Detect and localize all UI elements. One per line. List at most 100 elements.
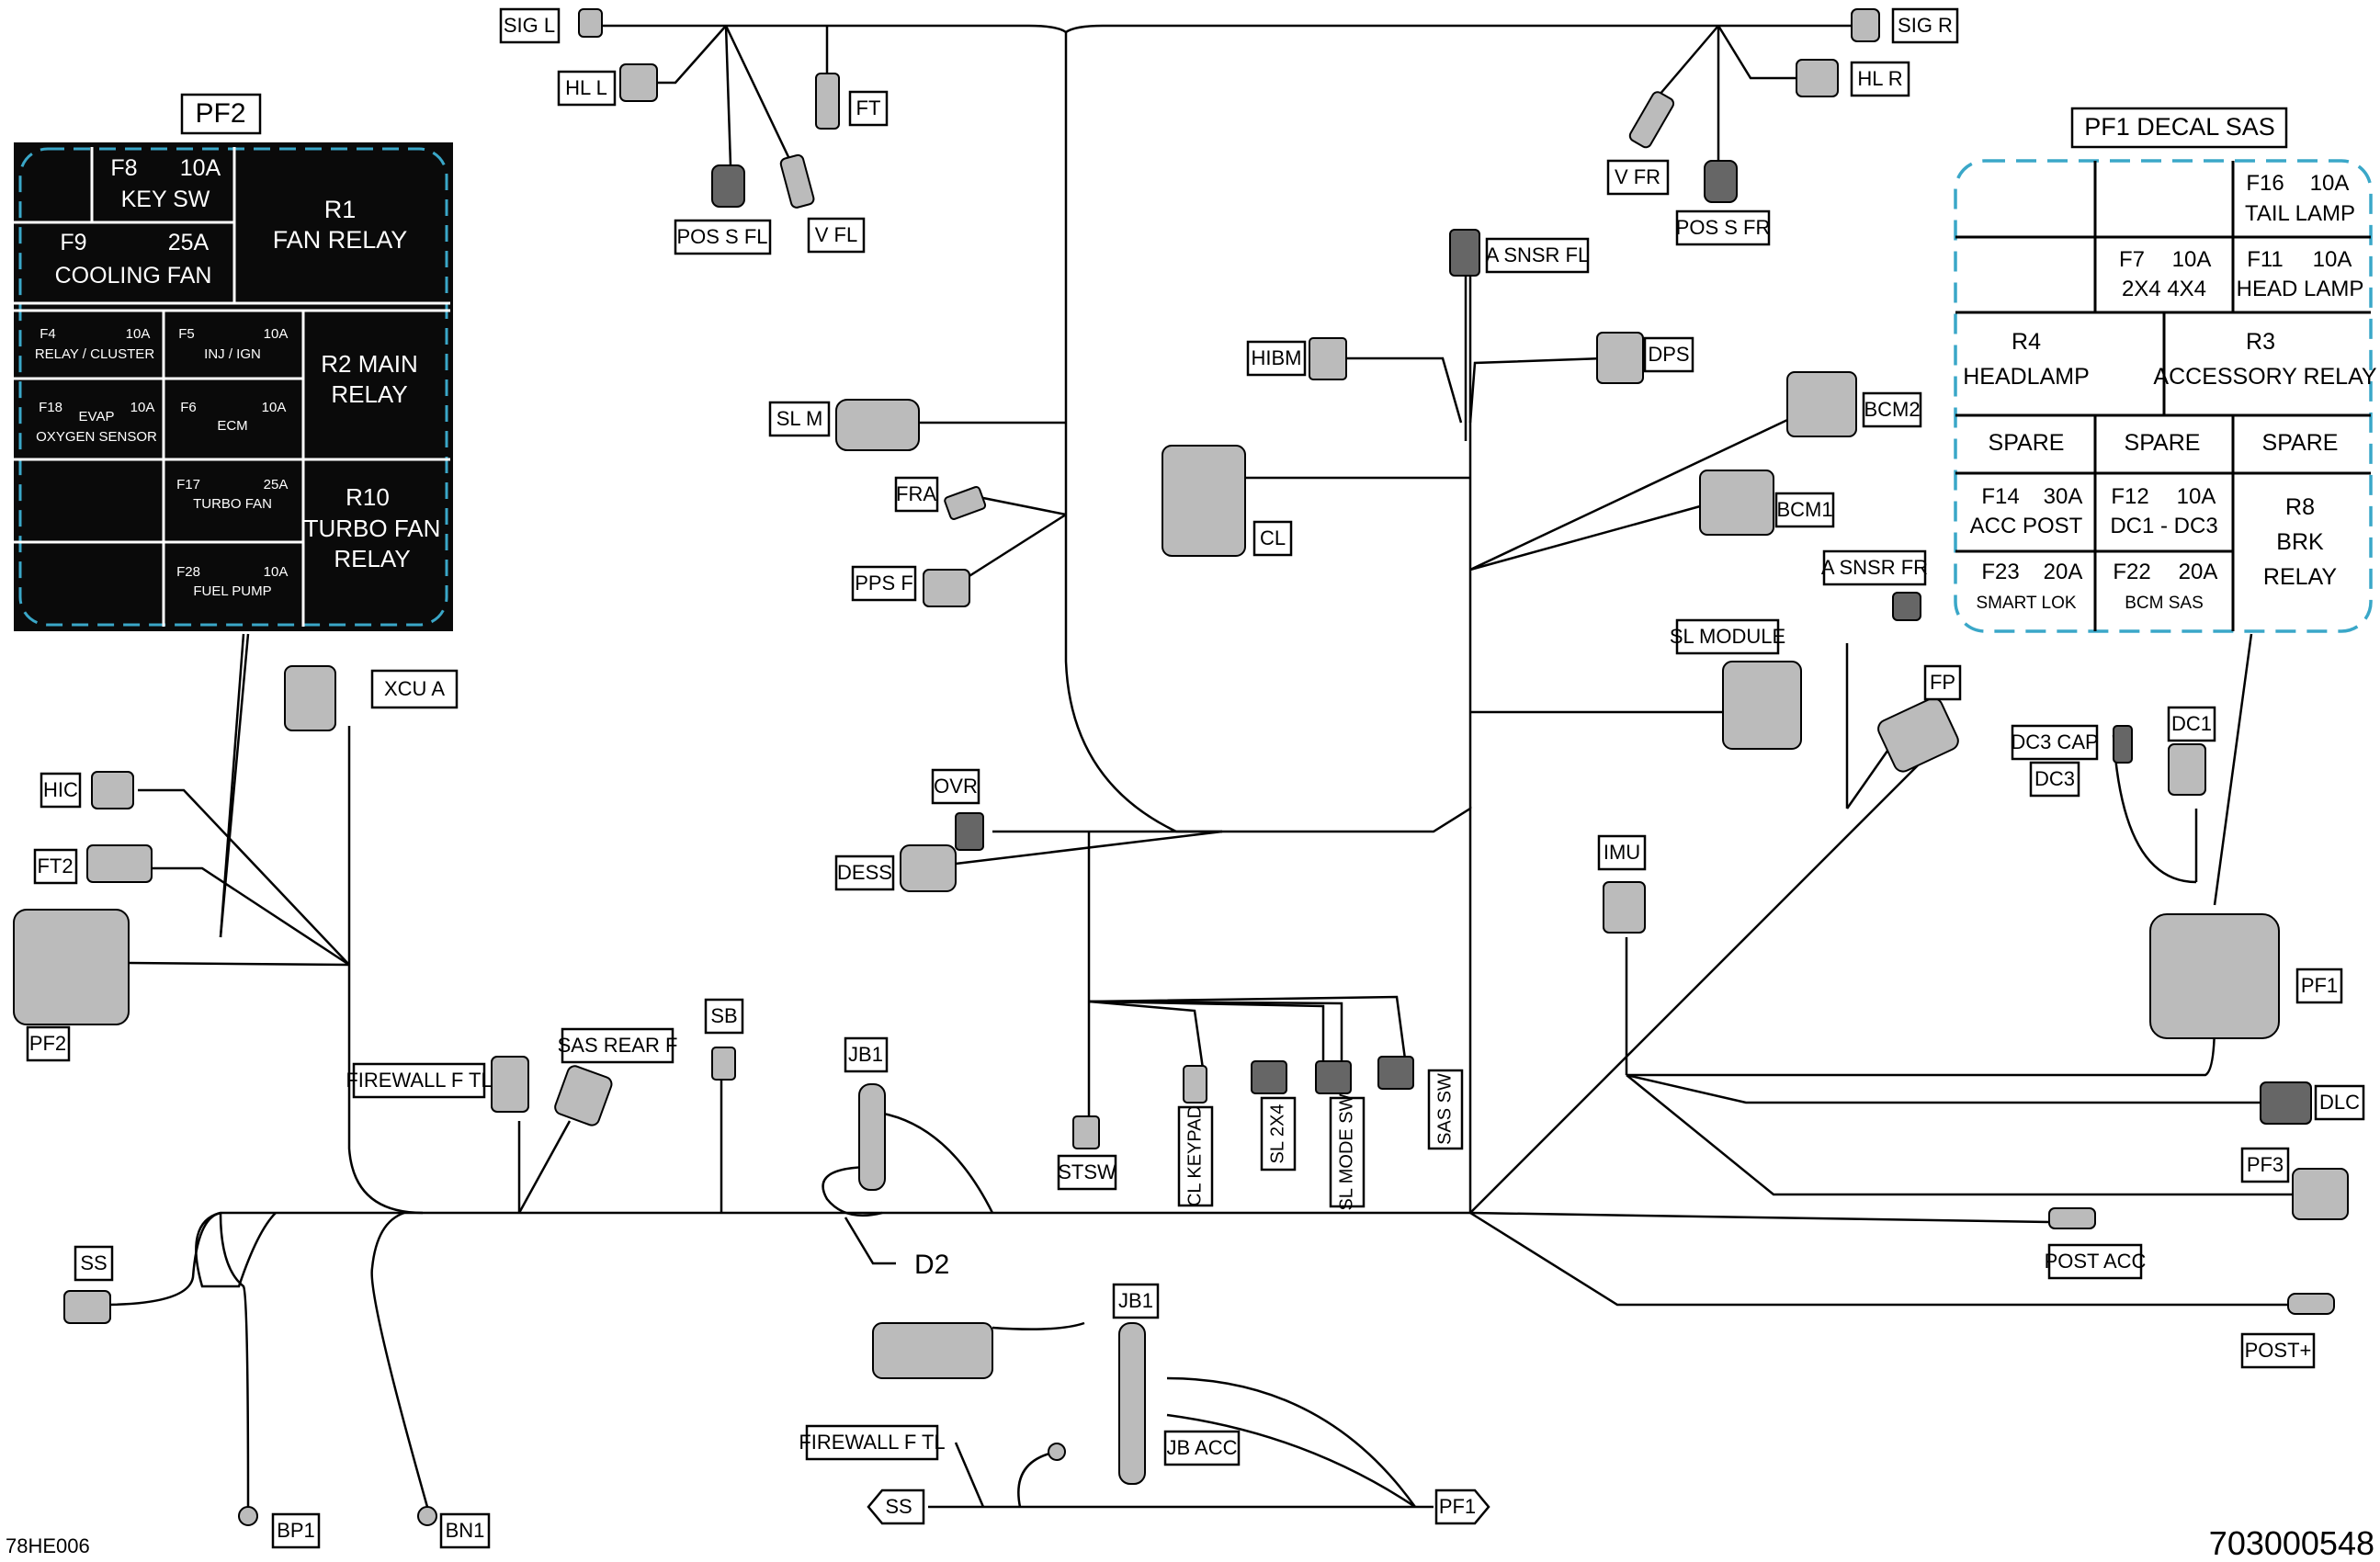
connector-sl-module-icon [1722, 661, 1802, 750]
pf1-f14-name: ACC POST [1970, 514, 2083, 538]
pf1-f22: F22 [2113, 560, 2150, 584]
svg-text:SL MODULE: SL MODULE [1670, 625, 1785, 648]
pf2-f9: F9 [60, 230, 86, 255]
pf1-f11-amp: 10A [2313, 247, 2352, 272]
pf2-f8-name: KEY SW [121, 187, 210, 212]
pf2-f18: F18 [39, 400, 62, 415]
label-dc3: DC3 [2029, 761, 2080, 798]
connector-a-snsr-fr-icon [1892, 592, 1921, 621]
pf2-f6: F6 [180, 400, 197, 415]
pf1-f11: F11 [2247, 247, 2284, 272]
label-hibm: HIBM [1246, 340, 1307, 377]
pf1-f11-name: HEAD LAMP [2237, 277, 2364, 301]
connector-cl-icon [1162, 445, 1246, 557]
connector-labels: SIG L HL L POS S FL V FL FT SIG R HL R V… [26, 7, 2365, 1549]
pf2-f4-amp: 10A [126, 326, 151, 342]
connector-v-fl-icon [779, 153, 815, 209]
svg-text:CL KEYPAD: CL KEYPAD [1184, 1105, 1205, 1206]
label-bn1: BN1 [439, 1512, 491, 1549]
pf2-f6-amp: 10A [262, 400, 287, 415]
label-xcu-a: XCU A [370, 669, 459, 709]
label-dc1: DC1 [2167, 706, 2216, 742]
svg-text:PPS F: PPS F [855, 572, 913, 594]
pf1-f22-amp: 20A [2179, 560, 2218, 584]
svg-text:V FR: V FR [1615, 165, 1660, 188]
connector-pf2-icon [13, 909, 130, 1025]
connector-fra-icon [944, 486, 987, 520]
footer-right-code: 703000548 [2209, 1524, 2374, 1562]
svg-text:SB: SB [710, 1004, 737, 1027]
label-pos-s-fr: POS S FR [1676, 209, 1770, 246]
pf2-f17-amp: 25A [264, 477, 289, 492]
connector-dc3-cap-icon [2113, 725, 2133, 764]
svg-text:SAS REAR F: SAS REAR F [558, 1034, 678, 1057]
label-pf1: PF1 [2295, 968, 2343, 1004]
svg-text:FRA: FRA [896, 482, 936, 505]
label-ft: FT [848, 90, 889, 127]
pf2-title-frame [180, 93, 262, 135]
label-cl: CL [1252, 520, 1293, 557]
connector-dc1-icon [2168, 743, 2206, 796]
svg-text:SIG R: SIG R [1898, 14, 1953, 37]
svg-text:BCM2: BCM2 [1864, 398, 1920, 421]
svg-text:CL: CL [1260, 526, 1286, 549]
connector-sig-l-icon [578, 8, 603, 38]
svg-text:XCU A: XCU A [384, 677, 445, 700]
pf2-f18-name: OXYGEN SENSOR [36, 429, 157, 445]
label-d2: D2 [914, 1250, 949, 1280]
svg-text:FT2: FT2 [37, 855, 73, 877]
pf2-r1: R1 [324, 196, 357, 223]
connector-imu-icon [1603, 881, 1646, 934]
label-sas-sw: SAS SW [1427, 1069, 1464, 1150]
connector-hic-icon [91, 771, 134, 809]
pf2-f28-name: FUEL PUMP [193, 583, 271, 599]
svg-text:SL M: SL M [776, 407, 823, 430]
pf1-f7-name: 2X4 4X4 [2122, 277, 2206, 301]
connector-glyphs [13, 8, 2349, 1526]
pf2-f9-name: COOLING FAN [55, 263, 212, 289]
connector-pf3-icon [2292, 1168, 2349, 1220]
pf1-spare-1: SPARE [1989, 430, 2065, 456]
connector-xcu-a-icon [284, 665, 336, 731]
svg-text:PF1: PF1 [2301, 974, 2338, 997]
pf2-f5-amp: 10A [264, 326, 289, 342]
pf2-f6-name: ECM [217, 418, 247, 434]
pf1-title-frame [2070, 107, 2288, 149]
pf1-r4-name: HEADLAMP [1963, 364, 2090, 390]
pf2-fuse-box: PF2 F8 10A KEY SW F9 25A COOLING FAN R1 … [14, 93, 453, 631]
pf1-spare-3: SPARE [2262, 430, 2339, 456]
connector-dlc-icon [2260, 1081, 2312, 1125]
svg-text:DPS: DPS [1648, 343, 1689, 366]
pf2-f4: F4 [40, 326, 56, 342]
svg-text:A SNSR FL: A SNSR FL [1486, 243, 1589, 266]
label-pf2: PF2 [26, 1025, 71, 1062]
footer-left-code: 78HE006 [6, 1534, 90, 1557]
connector-dps-icon [1596, 332, 1644, 384]
pf1-title: PF1 DECAL SAS [2084, 113, 2275, 141]
connector-bcm1-icon [1699, 470, 1774, 536]
connector-jb1-icon [858, 1083, 886, 1191]
connector-v-fr-icon [1628, 91, 1675, 149]
label-dlc: DLC [2314, 1084, 2365, 1121]
pf1-f7: F7 [2119, 247, 2145, 272]
svg-text:IMU: IMU [1604, 841, 1640, 864]
svg-text:DC3 CAP: DC3 CAP [2011, 730, 2098, 753]
pf1-f23-amp: 20A [2044, 560, 2083, 584]
svg-text:DC3: DC3 [2034, 767, 2075, 790]
pf2-r10-l2: TURBO FAN [304, 515, 441, 542]
connector-sl-2x4-icon [1251, 1060, 1287, 1094]
connector-hibm-icon [1309, 337, 1347, 380]
pf2-r2: R2 MAIN [321, 350, 417, 378]
label-sb: SB [704, 998, 744, 1035]
label-ss: SS [74, 1245, 114, 1282]
connector-sl-mode-sw-icon [1315, 1060, 1352, 1094]
label-firewall-f-tl-lower: FIREWALL F TL [799, 1424, 946, 1461]
connector-pf1-icon [2149, 913, 2280, 1039]
pf2-f8: F8 [110, 155, 137, 181]
pf1-grid-lines [1955, 161, 2371, 631]
svg-text:PF2: PF2 [29, 1032, 66, 1055]
svg-text:A SNSR FR: A SNSR FR [1821, 556, 1928, 579]
label-v-fl: V FL [807, 217, 866, 254]
pf2-f5-name: INJ / IGN [204, 346, 261, 362]
svg-text:OVR: OVR [934, 775, 978, 798]
